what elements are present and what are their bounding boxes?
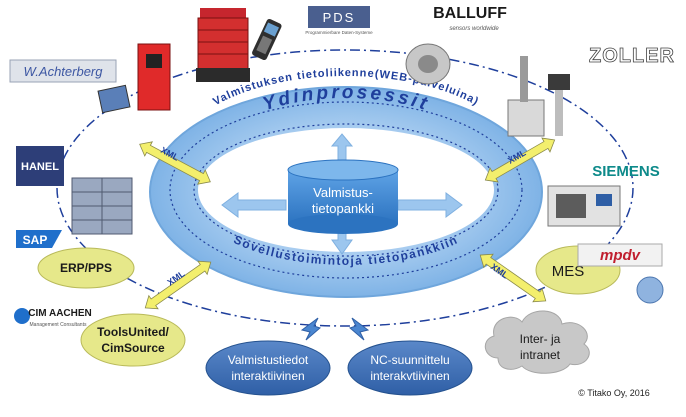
svg-text:interaktiivinen: interaktiivinen xyxy=(231,369,304,383)
arrow-to-valmistustiedot-icon xyxy=(300,317,321,341)
hanel-logo: HANEL xyxy=(16,146,64,186)
svg-text:W.Achterberg: W.Achterberg xyxy=(24,64,104,79)
mpdv-logo: mpdv xyxy=(577,243,664,304)
cnc-machine-image xyxy=(547,185,621,227)
svg-text:sensors worldwide: sensors worldwide xyxy=(449,26,499,32)
core-arrows xyxy=(221,133,463,255)
arrow-to-nc-icon xyxy=(349,317,370,341)
database-label-line2: tietopankki xyxy=(312,201,374,216)
svg-text:interakvtiivinen: interakvtiivinen xyxy=(370,369,449,383)
balluff-logo: BALLUFF sensors worldwide xyxy=(433,5,507,32)
sap-logo: SAP xyxy=(16,230,62,248)
svg-text:MES: MES xyxy=(552,263,585,280)
svg-text:BALLUFF: BALLUFF xyxy=(433,5,507,22)
svg-text:intranet: intranet xyxy=(520,348,561,362)
arrow-right-icon xyxy=(397,192,463,218)
xml-arrow-right-top xyxy=(484,137,556,183)
handheld-scanner-image xyxy=(252,18,282,61)
kiosk-terminal-image xyxy=(97,43,171,114)
achterberg-logo: W.Achterberg xyxy=(9,59,117,83)
cim-aachen-logo: CIM AACHEN Management Consultants xyxy=(14,308,92,328)
database-label-line1: Valmistus- xyxy=(313,185,373,200)
svg-text:ERP/PPS: ERP/PPS xyxy=(60,261,112,275)
svg-text:ToolsUnited/: ToolsUnited/ xyxy=(97,325,169,339)
svg-text:Inter- ja: Inter- ja xyxy=(520,332,561,346)
xml-arrows xyxy=(139,137,556,310)
xml-arrow-right-bottom xyxy=(479,253,547,303)
svg-text:CimSource: CimSource xyxy=(101,341,165,355)
valmistustiedot-bubble: Valmistustiedot interaktiivinen xyxy=(205,340,331,396)
svg-text:Valmistustiedot: Valmistustiedot xyxy=(228,353,309,367)
erp-bubble: ERP/PPS xyxy=(37,247,135,289)
storage-rack-image xyxy=(71,177,133,235)
arrow-left-icon xyxy=(221,192,287,218)
network-dashed-ellipse xyxy=(56,49,634,327)
copyright: © Titako Oy, 2016 xyxy=(578,388,650,398)
svg-text:SIEMENS: SIEMENS xyxy=(592,163,660,180)
svg-text:Programmierbare Daten-Systeme: Programmierbare Daten-Systeme xyxy=(305,30,373,35)
tools-bubble: ToolsUnited/ CimSource xyxy=(80,313,186,367)
presetting-machine-image xyxy=(507,56,570,137)
siemens-logo: SIEMENS xyxy=(592,163,660,180)
intranet-cloud: Inter- ja intranet xyxy=(484,310,590,374)
core-ring-dotted-outer xyxy=(169,101,523,279)
svg-text:HANEL: HANEL xyxy=(21,161,59,173)
xml-arrow-left-top xyxy=(139,141,211,185)
tool-holder-image xyxy=(405,43,451,85)
tool-cabinet-image xyxy=(196,8,250,82)
svg-text:Management Consultants: Management Consultants xyxy=(30,322,87,328)
svg-text:CIM AACHEN: CIM AACHEN xyxy=(28,308,92,319)
database-cylinder: Valmistus- tietopankki xyxy=(287,159,399,234)
svg-text:PDS: PDS xyxy=(323,10,356,25)
svg-text:NC-suunnittelu: NC-suunnittelu xyxy=(370,353,449,367)
nc-bubble: NC-suunnittelu interakvtiivinen xyxy=(347,340,473,396)
zoller-logo: ZOLLER xyxy=(589,45,675,68)
svg-text:SAP: SAP xyxy=(23,233,48,247)
svg-text:mpdv: mpdv xyxy=(600,247,642,264)
svg-text:ZOLLER: ZOLLER xyxy=(589,45,675,67)
arrow-up-icon xyxy=(330,133,354,161)
core-ring-dotted-inner xyxy=(193,123,499,257)
bottom-arrows xyxy=(300,317,370,341)
pds-logo: PDS Programmierbare Daten-Systeme xyxy=(305,6,373,35)
xml-arrow-left-bottom xyxy=(144,260,212,310)
